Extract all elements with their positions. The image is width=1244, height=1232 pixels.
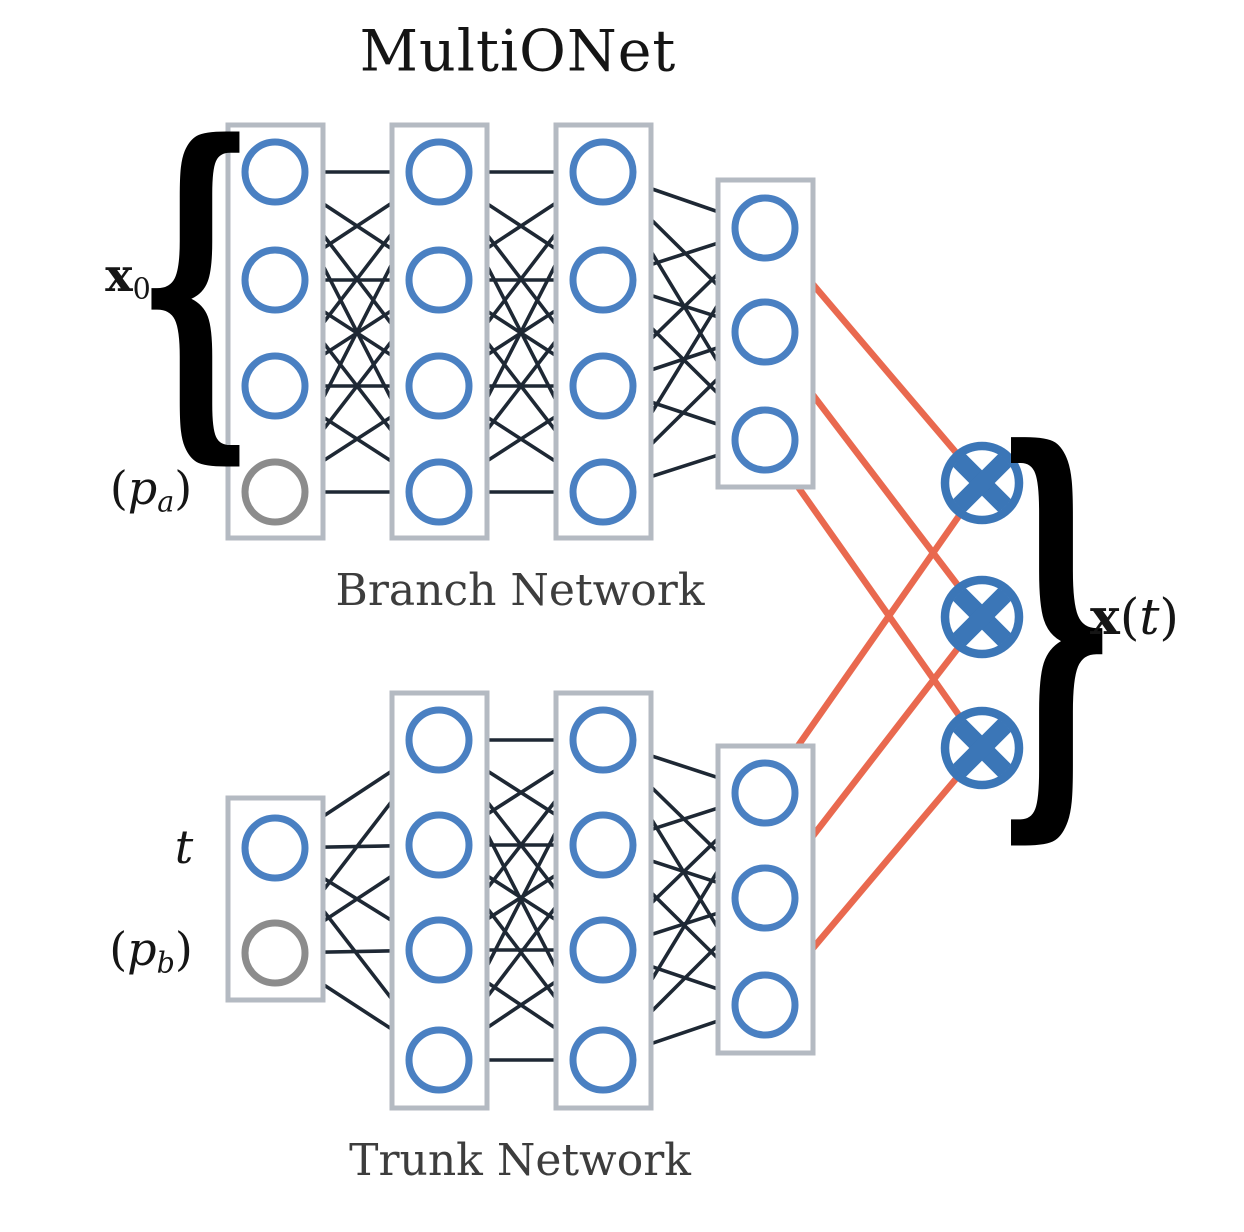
neuron-node xyxy=(241,246,309,314)
neuron-node xyxy=(731,971,799,1039)
pb-base: p xyxy=(127,921,157,976)
trunk-param-label: (pb) xyxy=(109,926,193,979)
neuron-node xyxy=(405,706,473,774)
neuron-node xyxy=(731,864,799,932)
multiply-cross-icon xyxy=(949,715,1015,781)
neuron-node xyxy=(731,298,799,366)
product-node xyxy=(940,575,1024,659)
neuron-node xyxy=(731,194,799,262)
neuron-node xyxy=(405,916,473,984)
neuron-node xyxy=(241,814,309,882)
neuron-node xyxy=(405,1026,473,1094)
neuron-nodes xyxy=(241,138,799,1094)
branch-param-label: (pa) xyxy=(110,465,192,518)
product-nodes xyxy=(940,441,1024,790)
multiply-cross-icon xyxy=(949,450,1015,516)
pa-subscript: a xyxy=(157,485,175,519)
xt-base: x xyxy=(1090,587,1120,646)
neuron-node xyxy=(569,458,637,526)
pa-base: p xyxy=(127,460,158,515)
neuron-node xyxy=(569,246,637,314)
pa-open: ( xyxy=(109,460,128,515)
pb-open: ( xyxy=(109,921,128,976)
neuron-node xyxy=(405,458,473,526)
right-brace-glyph: } xyxy=(993,358,1118,878)
neuron-node xyxy=(241,352,309,420)
neuron-node xyxy=(731,406,799,474)
branch-output-edge xyxy=(762,438,985,750)
pa-close: ) xyxy=(174,460,193,515)
trunk-time-label: t xyxy=(174,820,194,874)
dense-connection-edges xyxy=(273,170,767,1062)
x0-base: x xyxy=(105,247,133,302)
page-title: MultiONet xyxy=(359,18,677,85)
neuron-node xyxy=(405,811,473,879)
product-node xyxy=(940,706,1024,790)
multiply-cross-icon xyxy=(949,584,1015,650)
branch-network-caption: Branch Network xyxy=(335,565,705,616)
pb-subscript: b xyxy=(156,946,175,980)
neuron-node xyxy=(731,759,799,827)
neuron-node xyxy=(569,706,637,774)
output-label: x(t) xyxy=(1090,592,1179,643)
neuron-node xyxy=(241,138,309,206)
neuron-node xyxy=(569,1026,637,1094)
left-brace-glyph: { xyxy=(136,68,257,494)
neuron-node xyxy=(405,246,473,314)
layer-boxes xyxy=(225,122,816,1111)
neuron-node xyxy=(405,352,473,420)
product-node xyxy=(940,441,1024,525)
neuron-node xyxy=(569,138,637,206)
branch-input-label: x0 xyxy=(105,252,151,305)
trunk-output-edge xyxy=(762,481,985,795)
trunk-network-caption: Trunk Network xyxy=(349,1135,691,1186)
parameter-neuron-node xyxy=(241,458,309,526)
neuron-node xyxy=(569,352,637,420)
xt-close: ) xyxy=(1159,588,1179,646)
x0-subscript: 0 xyxy=(132,272,151,306)
pb-close: ) xyxy=(174,921,193,976)
neuron-node xyxy=(569,916,637,984)
neuron-node xyxy=(569,811,637,879)
parameter-neuron-node xyxy=(241,919,309,987)
xt-open: ( xyxy=(1119,588,1140,646)
xt-arg: t xyxy=(1139,588,1160,646)
neuron-node xyxy=(405,138,473,206)
